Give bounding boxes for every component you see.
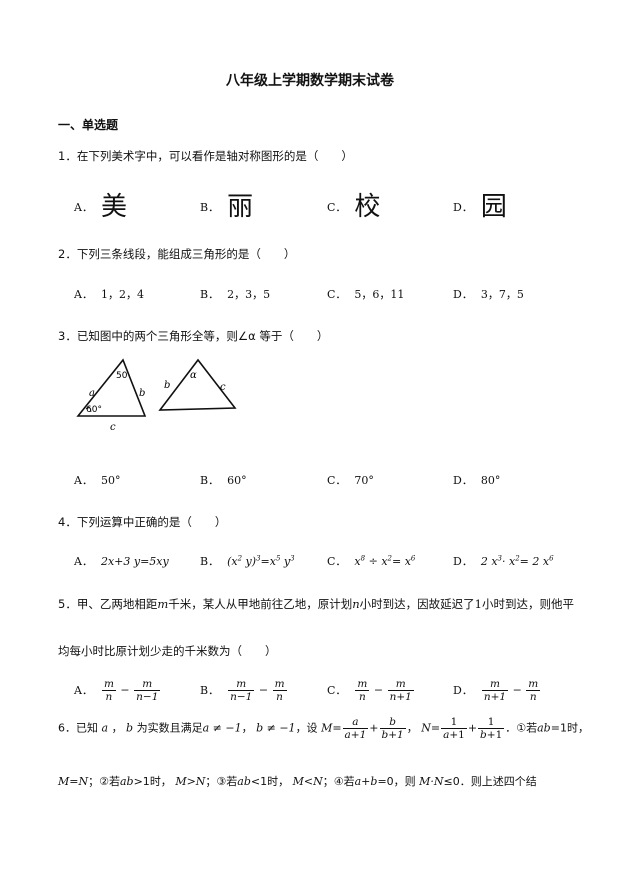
q3-option-c[interactable]: C．70° (327, 474, 374, 487)
q4-option-a[interactable]: A．2x+3 y=5xy (74, 555, 169, 568)
question-5-line-1: 5．甲、乙两地相距m千米，某人从甲地前往乙地，原计划n小时到达，因故延迟了1小时… (58, 597, 574, 611)
triangle-2 (158, 358, 237, 411)
triangles-figure: a b c 50 60° b c α (76, 358, 237, 433)
question-2-stem: 2．下列三条线段，能组成三角形的是（ ） (58, 247, 296, 261)
q2-option-b[interactable]: B．2，3，5 (200, 288, 271, 301)
tri1-angle-top: 50 (116, 371, 128, 381)
q3-option-d[interactable]: D．80° (453, 474, 501, 487)
q2-option-a[interactable]: A．1，2，4 (74, 288, 144, 301)
q1-option-c[interactable]: C．校 (327, 192, 381, 222)
tri2-side-b: b (164, 380, 170, 391)
tri1-side-a: a (89, 388, 95, 399)
q2-option-c[interactable]: C．5，6，11 (327, 288, 405, 301)
tri1-angle-left: 60° (86, 405, 102, 415)
page-title: 八年级上学期数学期末试卷 (226, 73, 394, 89)
q1-option-d[interactable]: D．园 (453, 192, 507, 222)
tri2-side-c: c (220, 382, 226, 393)
question-4-stem: 4．下列运算中正确的是（ ） (58, 515, 227, 529)
question-3-stem: 3．已知图中的两个三角形全等，则∠α 等于（ ） (58, 329, 329, 343)
q1-option-a[interactable]: A．美 (74, 192, 127, 222)
q4-option-b[interactable]: B．(x2 y)3=x5 y3 (200, 554, 295, 568)
tri1-side-b: b (139, 388, 145, 399)
q3-option-b[interactable]: B．60° (200, 474, 247, 487)
q4-option-c[interactable]: C．x8 ÷ x2= x6 (327, 554, 416, 568)
question-6-line-2: M=N；②若ab>1时， M>N；③若ab<1时， M<N；④若a+b=0，则 … (58, 775, 537, 788)
tri1-side-c: c (110, 422, 116, 433)
q1-option-b[interactable]: B．丽 (200, 192, 254, 222)
q2-option-d[interactable]: D．3，7，5 (453, 288, 524, 301)
question-1-stem: 1．在下列美术字中，可以看作是轴对称图形的是（ ） (58, 149, 353, 163)
triangle-1 (76, 358, 147, 417)
section-heading: 一、单选题 (58, 118, 119, 132)
tri2-angle-alpha: α (190, 370, 197, 381)
question-5-line-2: 均每小时比原计划少走的千米数为（ ） (58, 644, 277, 658)
q4-option-d[interactable]: D．2 x3· x2= 2 x6 (453, 554, 554, 568)
q3-option-a[interactable]: A．50° (74, 474, 121, 487)
